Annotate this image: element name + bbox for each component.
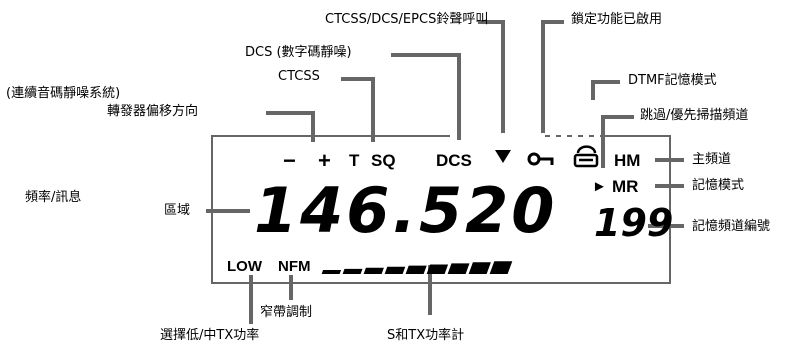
callout-power: 選擇低/中TX功率 [160, 328, 260, 343]
callout-meter: S和TX功率計 [387, 328, 465, 343]
squelch-indicator: SQ [371, 151, 396, 170]
frequency-display: 146.520 [254, 174, 558, 247]
nfm-indicator: NFM [278, 258, 311, 275]
callout-memory-mode: 記憶模式 [692, 178, 745, 193]
meter-segment [426, 264, 449, 274]
channel-display: 199 [594, 201, 674, 245]
meter-segment [342, 268, 363, 274]
callout-repeater: 轉發器偏移方向 [107, 104, 199, 119]
callout-skip: 跳過/優先掃描頻道 [640, 108, 749, 123]
callout-lock: 鎖定功能已啟用 [571, 12, 663, 27]
callout-home: 主頻道 [692, 152, 732, 167]
tone-indicator: T [349, 151, 360, 170]
callout-ctcss-full: (連續音碼靜噪系統) [6, 86, 121, 101]
callout-frequency: 頻率/訊息 [25, 190, 82, 205]
home-indicator: HM [614, 151, 641, 170]
bell-icon [495, 150, 511, 163]
dtmf-icon [573, 145, 599, 168]
leader-repeater [266, 111, 315, 142]
skip-arrow-icon: ► [592, 178, 607, 195]
meter-segment [384, 266, 406, 274]
callout-memory-number: 記憶頻道編號 [692, 219, 771, 234]
meter-segment [321, 270, 342, 274]
leader-bell [478, 20, 505, 133]
callout-nfm: 窄帶調制 [260, 305, 313, 320]
meter-segment [468, 262, 491, 274]
leader-ctcss [341, 77, 375, 142]
callout-area: 區域 [164, 203, 191, 218]
meter-segment [405, 265, 427, 274]
leader-skip [601, 115, 634, 168]
key-icon [527, 152, 554, 166]
s-meter [321, 261, 513, 275]
leader-dcs [391, 53, 461, 140]
memory-indicator: MR [612, 177, 639, 196]
leader-lock [541, 20, 564, 133]
meter-segment [489, 261, 513, 275]
meter-segment [363, 267, 384, 274]
meter-segment [447, 263, 470, 275]
callout-dtmf: DTMF記憶模式 [628, 73, 717, 88]
leader-dtmf [591, 80, 620, 100]
power-indicator: LOW [227, 258, 262, 275]
callout-dcs: DCS (數字碼靜噪) [245, 45, 352, 60]
minus-indicator: − [283, 148, 296, 173]
plus-indicator: + [318, 148, 331, 173]
callout-ctcss: CTCSS [278, 69, 320, 84]
dcs-indicator: DCS [436, 151, 472, 170]
lcd-frame [211, 135, 671, 284]
callout-bell: CTCSS/DCS/EPCS鈴聲呼叫 [325, 12, 489, 27]
